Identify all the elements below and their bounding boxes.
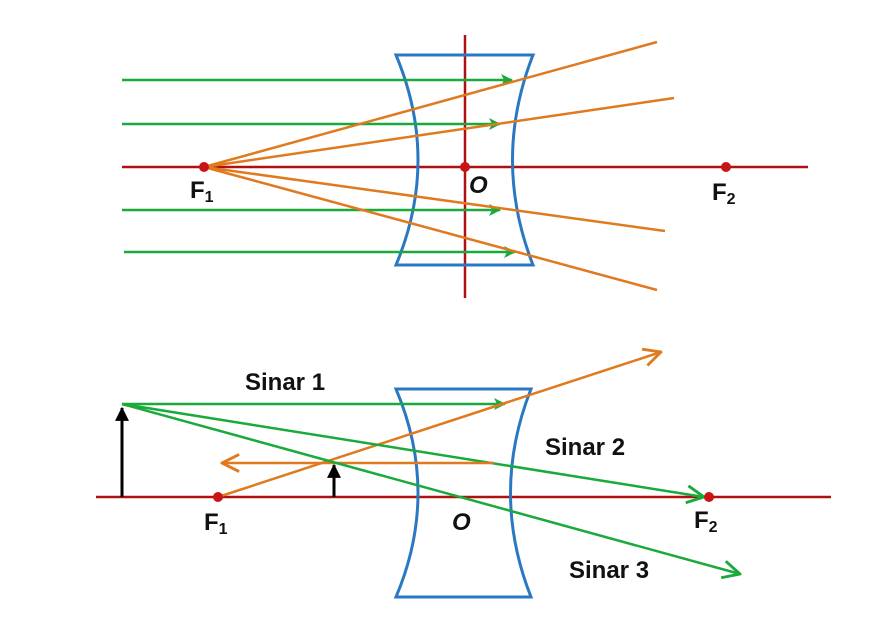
top-diverging-ray-1 (203, 40, 658, 169)
top-focus-left-label: F1 (190, 177, 214, 206)
bottom-diagram: F1 O F2 Sinar 1 Sinar 2 Sinar 3 (96, 352, 831, 599)
top-diverging-ray-3 (203, 165, 666, 233)
bottom-focus-right-point (704, 492, 714, 502)
ray2-label: Sinar 2 (545, 434, 625, 461)
top-diverging-ray-2 (203, 96, 675, 169)
top-diverging-ray-4 (203, 165, 658, 292)
top-focus-right-point (721, 162, 731, 172)
bottom-concave-lens (393, 387, 534, 599)
bottom-focus-left-point (213, 492, 223, 502)
top-focus-right-label: F2 (712, 179, 736, 208)
ray3-label: Sinar 3 (569, 557, 649, 584)
top-focus-left-point (199, 162, 209, 172)
bottom-center-label: O (452, 509, 471, 536)
top-center-label: O (469, 172, 488, 199)
bottom-focus-left-label: F1 (204, 509, 228, 538)
ray1-refracted (217, 352, 661, 499)
top-center-point (460, 162, 470, 172)
ray2-incident (121, 402, 704, 497)
ray1-label: Sinar 1 (245, 369, 325, 396)
bottom-focus-right-label: F2 (694, 507, 718, 536)
top-diagram: F1 O F2 (122, 35, 808, 298)
ray3 (121, 402, 740, 574)
